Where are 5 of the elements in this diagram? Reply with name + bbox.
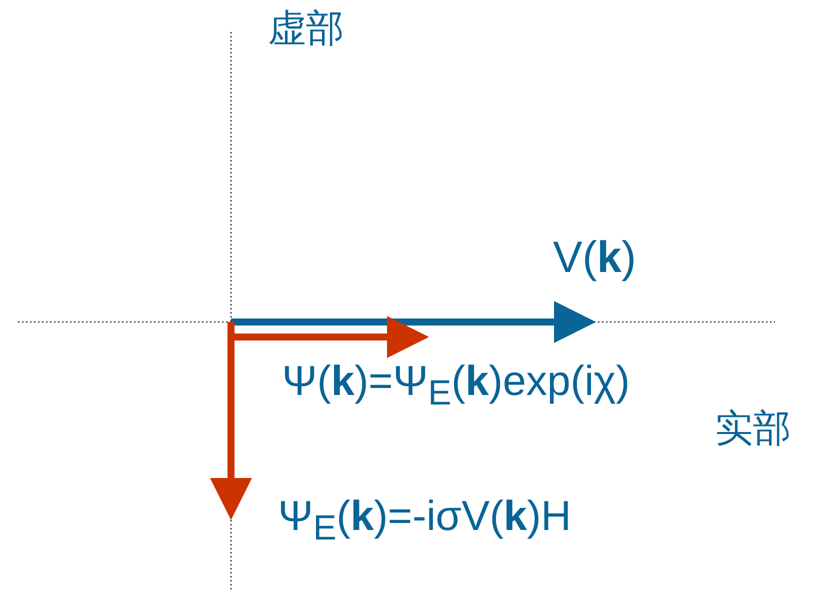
formula: Ψ(k)=Ψ$_{E}$(k)exp(iχ) xyxy=(282,358,630,413)
axis-label: 虚部 xyxy=(268,8,344,50)
vector-label: V(k) xyxy=(553,234,636,282)
axis-label: 实部 xyxy=(715,408,791,450)
formula: Ψ$_{E}$(k)=-iσV(k)H xyxy=(278,493,572,548)
